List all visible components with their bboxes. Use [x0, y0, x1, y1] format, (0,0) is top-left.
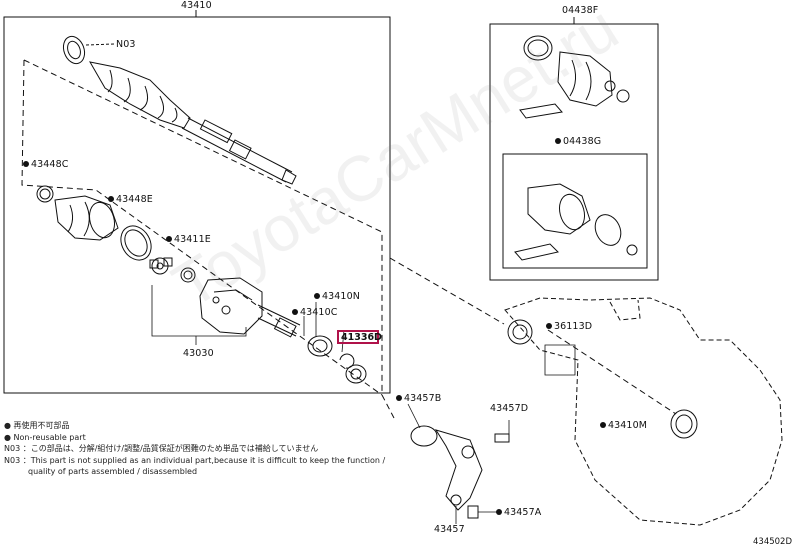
seal-43410C: [307, 335, 333, 357]
inner-boot: [54, 195, 119, 241]
label-43457[interactable]: 43457: [434, 524, 465, 535]
label-36113D[interactable]: 36113D: [546, 321, 592, 332]
kit-04438G-parts: [514, 183, 638, 261]
outboard-housing: [199, 277, 301, 338]
clamp-43448C: [36, 185, 54, 203]
kit-frame-04438F: [489, 23, 659, 281]
drive-shaft: [62, 35, 297, 185]
label-41336D: 41336D: [341, 332, 382, 343]
kit-frame-04438G: [502, 153, 648, 269]
label-43410C[interactable]: 43410C: [292, 307, 337, 318]
label-43410N[interactable]: 43410N: [314, 291, 360, 302]
label-43410[interactable]: 43410: [181, 0, 212, 11]
label-43457B[interactable]: 43457B: [396, 393, 441, 404]
snap-ring-43411E: [180, 267, 196, 283]
clamp-43448E: [120, 225, 152, 261]
seal-36113D: [507, 319, 533, 345]
label-41336D-highlight[interactable]: 41336D: [337, 330, 382, 344]
label-04438G[interactable]: 04438G: [555, 136, 601, 147]
note-n03-en-2: quality of parts assembled / disassemble…: [4, 467, 198, 476]
label-43448E[interactable]: 43448E: [108, 194, 153, 205]
label-43030[interactable]: 43030: [183, 348, 214, 359]
label-43457A[interactable]: 43457A: [496, 507, 541, 518]
label-43411E[interactable]: 43411E: [166, 234, 211, 245]
label-43410M[interactable]: 43410M: [600, 420, 647, 431]
transmission-case: [504, 297, 783, 526]
label-43457D[interactable]: 43457D: [490, 403, 529, 414]
label-N03[interactable]: N03: [116, 39, 136, 50]
note-n03-en-1: N03 ：This part is not supplied as an ind…: [4, 455, 386, 465]
note-nonreusable-en: ● Non-reusable part: [4, 432, 86, 442]
diagram-id: 434502D: [753, 537, 792, 547]
note-nonreusable-jp: ● 再使用不可部品: [4, 421, 70, 430]
bearing-bracket: [410, 425, 510, 519]
kit-04438F-parts: [519, 35, 630, 119]
label-04438F[interactable]: 04438F: [562, 5, 599, 16]
note-n03-jp: N03 ：この部品は、分解/組付け/調整/品質保証が困難のため単品では補給してい…: [4, 444, 319, 453]
main-assembly-frame: [3, 16, 391, 394]
tripod-joint: [149, 257, 173, 275]
inner-dashed-box: [21, 59, 383, 396]
legend-notes: ● 再使用不可部品 ● Non-reusable part N03 ：この部品は…: [4, 420, 385, 478]
label-43448C[interactable]: 43448C: [23, 159, 68, 170]
seal-43410M: [670, 409, 698, 439]
